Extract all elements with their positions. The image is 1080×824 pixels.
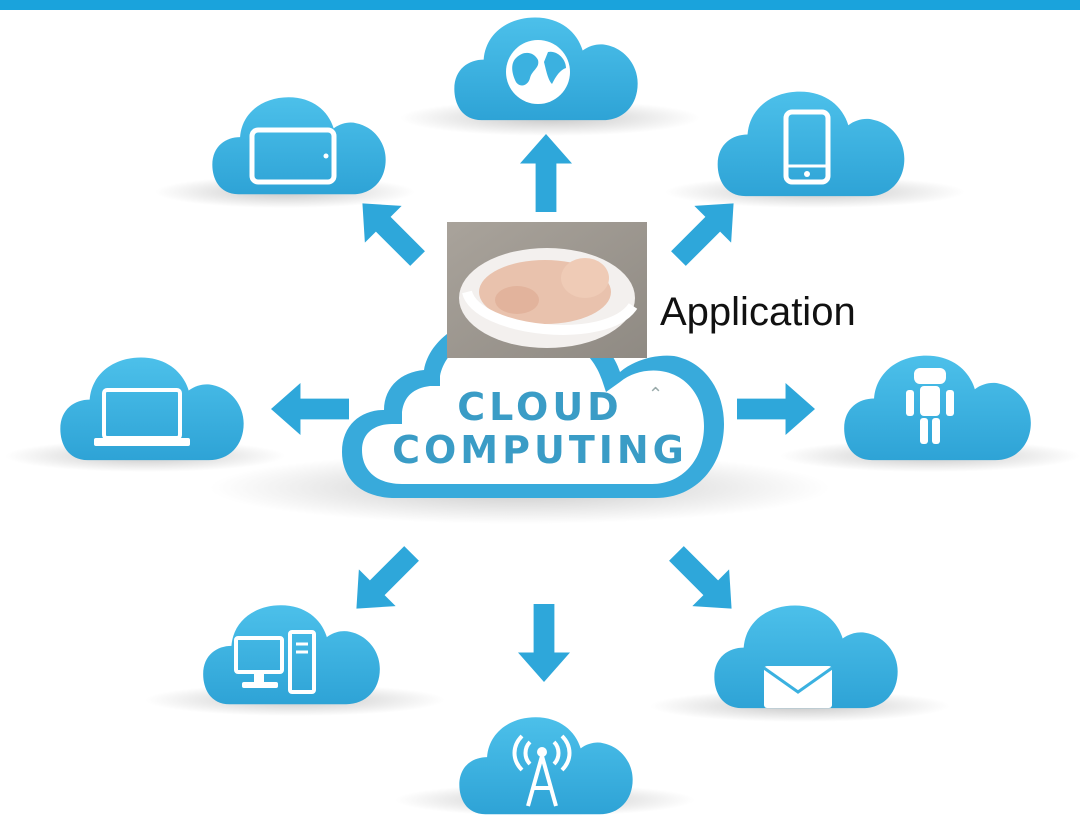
arrow-up bbox=[520, 134, 572, 212]
cloud-globe bbox=[454, 17, 638, 121]
arrow-down-right bbox=[658, 535, 750, 627]
caret-icon: ⌃ bbox=[648, 384, 664, 405]
center-title-line1: CLOUD bbox=[457, 385, 623, 429]
tablet-icon bbox=[249, 127, 337, 185]
center-cloud bbox=[342, 312, 724, 498]
cloud-email bbox=[714, 605, 898, 709]
cloud-smartphone bbox=[717, 91, 905, 197]
globe-icon bbox=[506, 40, 570, 104]
arrow-left bbox=[271, 383, 349, 435]
envelope-icon bbox=[763, 666, 833, 708]
smartphone-icon bbox=[783, 109, 831, 185]
cloud-robot bbox=[844, 355, 1031, 461]
baby-photo bbox=[447, 222, 647, 358]
center-title-line2: COMPUTING bbox=[392, 428, 688, 472]
robot-icon bbox=[906, 368, 954, 444]
antenna-tower-icon bbox=[512, 734, 572, 807]
cloud-desktop bbox=[203, 605, 380, 705]
desktop-computer-icon bbox=[234, 630, 316, 694]
cloud-antenna bbox=[459, 717, 633, 815]
arrow-right bbox=[737, 383, 815, 435]
cloud-laptop bbox=[60, 357, 244, 461]
laptop-icon bbox=[94, 388, 190, 446]
arrow-down-left bbox=[338, 535, 430, 627]
application-label: Application bbox=[660, 290, 856, 334]
top-accent-bar bbox=[0, 0, 1080, 10]
arrow-down bbox=[518, 604, 570, 682]
cloud-tablet bbox=[212, 97, 386, 195]
